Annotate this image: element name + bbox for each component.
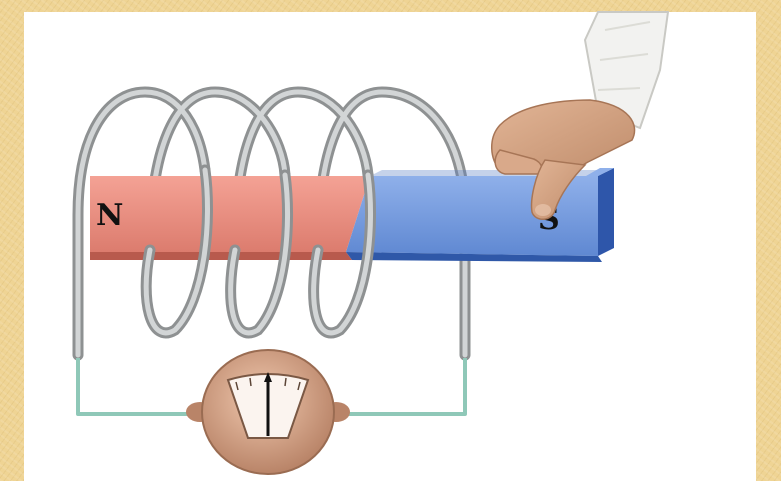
north-label: N [96,198,123,233]
left-lead-wire [78,358,205,414]
magnet-end-face [598,168,614,256]
galvanometer-icon [186,350,350,474]
right-lead-wire [332,358,465,414]
north-pole [90,176,370,252]
